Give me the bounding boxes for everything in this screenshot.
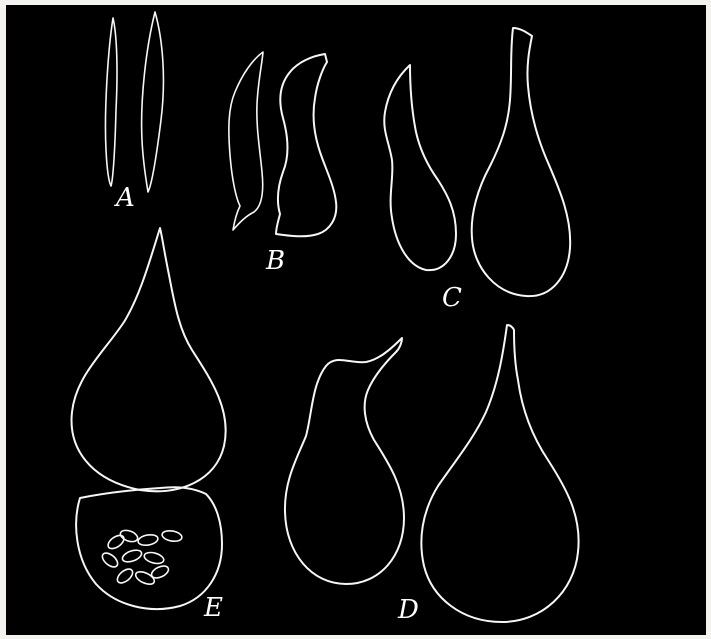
spore: [100, 550, 120, 569]
group-a-cells: [105, 12, 163, 192]
label-d: D: [398, 597, 419, 623]
spore: [150, 564, 171, 581]
label-e: E: [204, 595, 223, 621]
cell-a-right: [142, 12, 164, 192]
cell-c-left: [384, 65, 456, 270]
group-b-cells: [229, 52, 336, 236]
spore: [115, 566, 135, 585]
label-c: C: [442, 285, 462, 311]
ascospore-cluster: [100, 528, 183, 587]
spore: [137, 533, 158, 546]
cell-b-right: [276, 54, 336, 236]
cell-d-right: [421, 325, 578, 622]
cell-b-left: [229, 52, 263, 230]
group-e-cells: [72, 228, 226, 609]
cell-d-left: [285, 338, 404, 584]
label-a: A: [116, 185, 135, 211]
spore: [121, 548, 143, 564]
group-c-cells: [384, 28, 570, 296]
cell-e-lower: [76, 487, 222, 609]
label-b: B: [266, 248, 285, 274]
cell-c-right: [472, 28, 570, 296]
spore: [106, 533, 126, 552]
spore: [143, 551, 165, 566]
group-d-cells: [285, 325, 579, 622]
cell-a-left: [105, 18, 117, 186]
spore: [161, 529, 182, 542]
cell-e-upper: [72, 228, 226, 491]
spore: [119, 528, 139, 544]
